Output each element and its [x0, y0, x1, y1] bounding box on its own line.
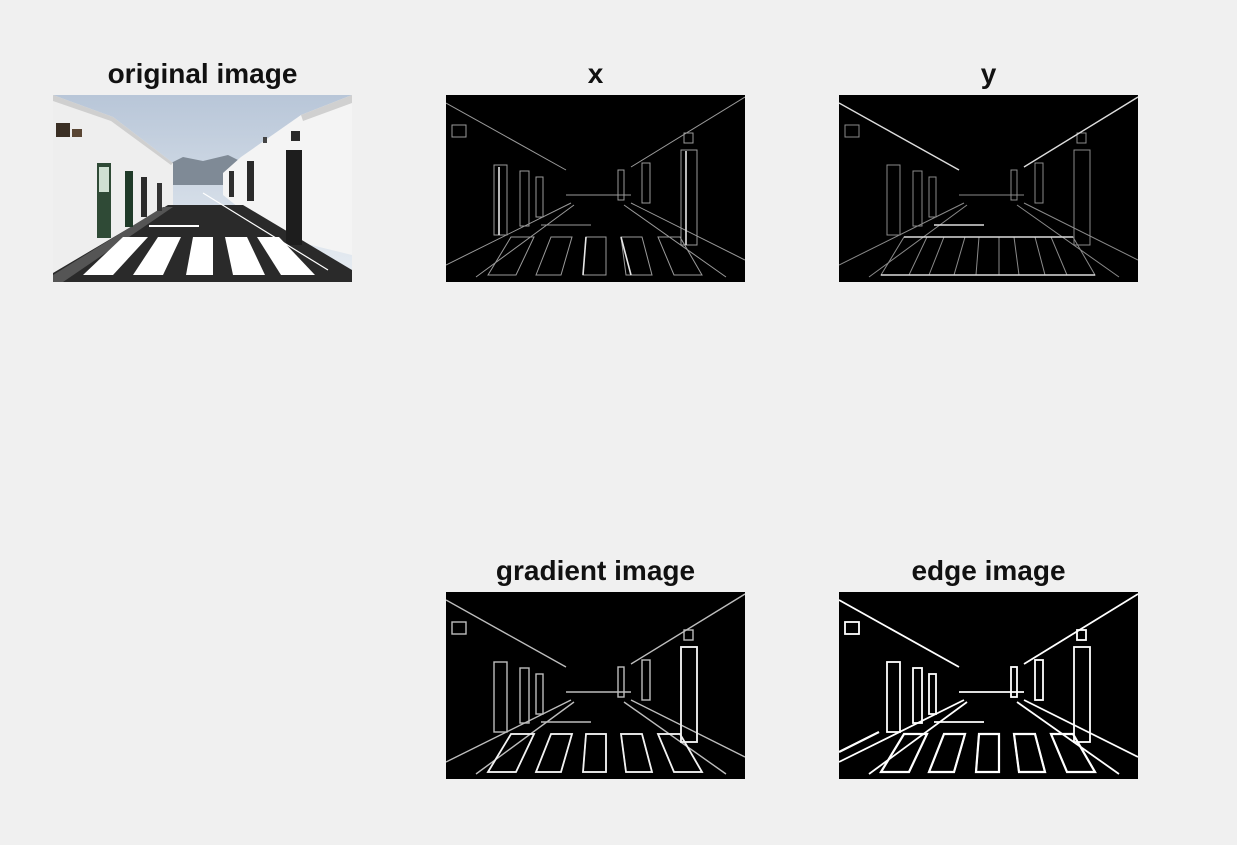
panel-title-y: y: [980, 58, 997, 89]
panel-y: y: [839, 58, 1138, 282]
y-gradient-image: [839, 95, 1138, 282]
panel-gradient: gradient image: [446, 555, 745, 779]
x-gradient-image: [446, 95, 745, 282]
panel-original: original image: [53, 58, 352, 282]
panel-x: x: [446, 58, 745, 282]
edge-image: [839, 592, 1138, 779]
panel-title-gradient: gradient image: [495, 555, 696, 586]
panel-title-original: original image: [107, 58, 298, 89]
gradient-magnitude-image: [446, 592, 745, 779]
panel-title-edge: edge image: [911, 555, 1066, 586]
panel-title-x: x: [587, 58, 604, 89]
original-image: [53, 95, 352, 282]
panel-edge: edge image: [839, 555, 1138, 779]
